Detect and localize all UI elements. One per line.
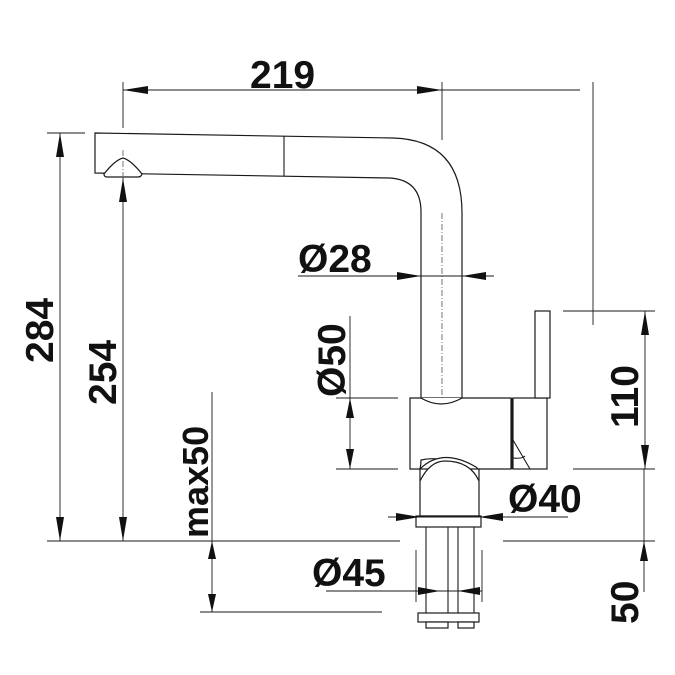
spout-tube (94, 132, 463, 399)
main-body (409, 397, 512, 470)
dim-50-label: 50 (604, 581, 647, 624)
spray-nozzle (103, 157, 143, 178)
faucet-outline (94, 132, 551, 629)
dim-below-deck: 50 (604, 469, 648, 624)
dim-o28-label: Ø28 (298, 238, 372, 281)
lower-plate (417, 612, 480, 623)
dim-o45-label: Ø45 (312, 552, 386, 595)
dim-219-label: 219 (250, 54, 315, 97)
body-top-curve (420, 397, 463, 405)
shank-top-curve (419, 460, 480, 482)
dim-max50-label: max50 (175, 426, 216, 538)
lever-cutout (512, 439, 531, 470)
dim-284-label: 284 (19, 298, 62, 363)
dim-body-diameter: Ø50 (311, 316, 398, 470)
dim-hole-diameter: Ø45 (312, 552, 482, 595)
upper-washer (415, 515, 482, 528)
lever-housing (512, 397, 548, 470)
dim-max-deck-thickness: max50 (175, 392, 216, 612)
dim-o40-label: Ø40 (508, 478, 582, 521)
dim-spout-diameter: Ø28 (298, 238, 494, 281)
dim-overall-height: 284 (19, 132, 85, 541)
lever-handle (534, 310, 551, 399)
nut-left (425, 621, 449, 629)
dim-254-label: 254 (82, 340, 125, 405)
dim-spout-height: 254 (82, 178, 127, 541)
dim-shank-diameter: Ø40 (388, 478, 582, 521)
dim-110-label: 110 (604, 365, 647, 428)
dim-o50-label: Ø50 (311, 323, 354, 397)
dim-spout-reach: 219 (122, 54, 594, 325)
nut-right (457, 621, 475, 629)
dim-lever-height: 110 (563, 310, 655, 470)
